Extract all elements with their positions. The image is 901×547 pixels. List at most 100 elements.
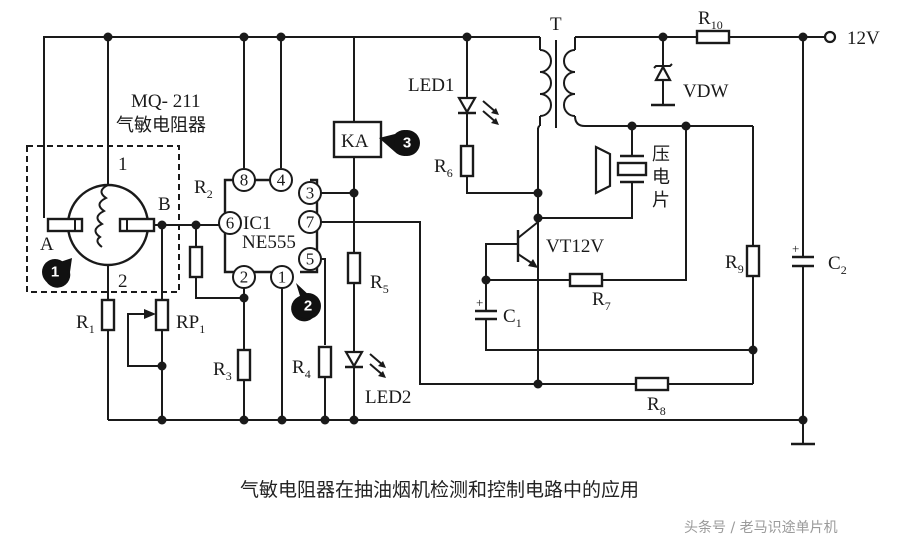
- resistor-r7: R7: [481, 126, 687, 313]
- callout-2-text: 2: [304, 298, 312, 315]
- r8-label: R: [647, 394, 660, 415]
- ic-part-label: NE555: [242, 232, 296, 253]
- c2-sub: 2: [841, 263, 847, 277]
- resistor-r5: R5: [346, 251, 389, 352]
- svg-text:R4: R4: [292, 357, 311, 381]
- sensor-model-label: MQ- 211: [131, 91, 201, 112]
- top-supply-rail: [43, 32, 825, 218]
- capacitor-c2: + C2: [792, 37, 847, 420]
- callout-3: 3: [379, 130, 420, 156]
- r10-sub: 10: [711, 18, 723, 32]
- pin-6: [218, 211, 242, 235]
- svg-text:R2: R2: [194, 177, 213, 201]
- svg-text:R8: R8: [647, 394, 666, 418]
- r1-label: R: [76, 312, 89, 333]
- c1-polarity: +: [476, 295, 483, 310]
- terminal-b-label: B: [158, 194, 171, 215]
- r3-sub: 3: [226, 369, 232, 383]
- svg-text:RP1: RP1: [176, 312, 205, 336]
- pin-2-label: 2: [240, 268, 249, 287]
- callout-1-text: 1: [51, 264, 59, 281]
- ka-label: KA: [341, 131, 369, 152]
- callout-1: 1: [42, 258, 72, 288]
- terminal-a-label: A: [40, 234, 54, 255]
- pin-8-label: 8: [240, 171, 249, 190]
- piezo-label-2: 电: [652, 167, 670, 188]
- rp1-label: RP: [176, 312, 199, 333]
- led2: LED2: [344, 350, 411, 420]
- r9-label: R: [725, 252, 738, 273]
- r7-label: R: [592, 289, 605, 310]
- r5-sub: 5: [383, 282, 389, 296]
- svg-text:C2: C2: [828, 253, 847, 277]
- c1-label: C: [503, 306, 516, 327]
- pin-6-label: 6: [226, 214, 235, 233]
- zener-diode-vdw: VDW: [651, 37, 728, 107]
- r10-label: R: [698, 8, 711, 29]
- resistor-r3: R3: [213, 348, 252, 420]
- figure-caption: 气敏电阻器在抽油烟机检测和控制电路中的应用: [240, 479, 639, 501]
- pin-5-label: 5: [306, 250, 315, 269]
- r4-label: R: [292, 357, 305, 378]
- r9-sub: 9: [738, 262, 744, 276]
- r2-sub: 2: [207, 187, 213, 201]
- resistor-r4: R4: [292, 345, 333, 420]
- vt-label: VT12V: [546, 236, 604, 257]
- svg-text:R3: R3: [213, 359, 232, 383]
- r2-label: R: [194, 177, 207, 198]
- resistor-r8: R8: [538, 376, 753, 418]
- ic-ne555: 8 4 3 7 6 5 2 1 IC1 NE555: [218, 37, 538, 420]
- resistor-r9: R9: [725, 126, 761, 384]
- svg-text:R10: R10: [698, 8, 723, 32]
- callout-3-text: 3: [403, 135, 411, 152]
- resistor-r6: R6: [434, 144, 538, 194]
- r7-sub: 7: [605, 299, 611, 313]
- pin-4-label: 4: [277, 171, 286, 190]
- c1-sub: 1: [516, 316, 522, 330]
- transformer-t: T: [533, 14, 753, 384]
- ground-rail: [108, 415, 815, 446]
- led1: LED1: [408, 37, 499, 146]
- r4-sub: 4: [305, 367, 311, 381]
- supply-terminal-12v: 12V: [823, 28, 880, 49]
- pin-1-label: 1: [278, 268, 287, 287]
- c2-label: C: [828, 253, 841, 274]
- resistor-r10: R10: [680, 8, 731, 45]
- piezo-label-3: 片: [652, 190, 670, 211]
- led2-label: LED2: [365, 387, 411, 408]
- heater-pin-1-label: 1: [118, 154, 128, 175]
- capacitor-c1: + C1: [475, 280, 753, 351]
- pin-4: [269, 168, 293, 192]
- ic-ref-label: IC1: [243, 213, 272, 234]
- t-label: T: [550, 14, 562, 35]
- r6-label: R: [434, 156, 447, 177]
- svg-text:C1: C1: [503, 306, 522, 330]
- piezo-label-1: 压: [652, 144, 670, 165]
- r6-sub: 6: [447, 166, 453, 180]
- pin-3-label: 3: [306, 184, 315, 203]
- led1-label: LED1: [408, 75, 454, 96]
- svg-text:R7: R7: [592, 289, 611, 313]
- rp1-sub: 1: [199, 322, 205, 336]
- svg-text:R5: R5: [370, 272, 389, 296]
- potentiometer-rp1: RP1: [127, 225, 205, 420]
- resistor-r1: R1: [76, 298, 116, 420]
- sensor-name-label: 气敏电阻器: [116, 115, 206, 136]
- relay-ka: KA: [332, 37, 383, 253]
- vdw-label: VDW: [683, 81, 728, 102]
- r8-sub: 8: [660, 404, 666, 418]
- r3-label: R: [213, 359, 226, 380]
- r5-label: R: [370, 272, 383, 293]
- pin-7-label: 7: [306, 213, 315, 232]
- svg-text:R6: R6: [434, 156, 453, 180]
- resistor-r2: R2: [188, 177, 249, 303]
- pin-8: [232, 168, 256, 192]
- heater-pin-2-label: 2: [118, 271, 128, 292]
- watermark: 头条号 / 老马识途单片机: [684, 519, 838, 536]
- r1-sub: 1: [89, 322, 95, 336]
- transistor-vt: VT12V: [485, 221, 604, 389]
- c2-polarity: +: [792, 241, 799, 256]
- callout-2: 2: [291, 283, 321, 322]
- piezo-buzzer: 压 电 片: [538, 126, 670, 219]
